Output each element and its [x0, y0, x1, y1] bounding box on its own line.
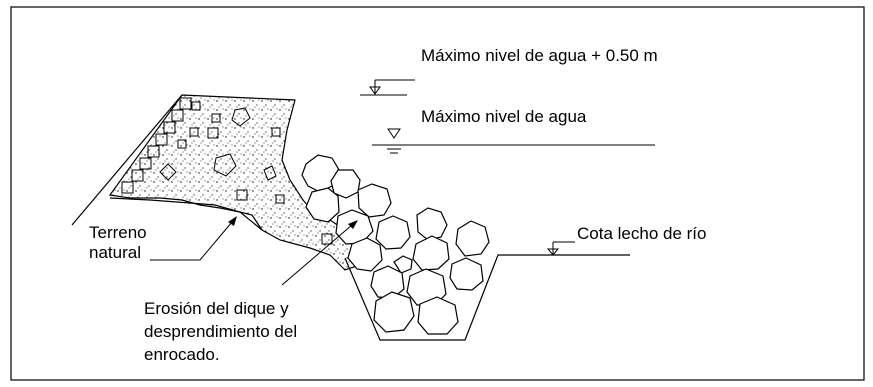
max-water-level-plus-label: Máximo nivel de agua + 0.50 m: [421, 46, 658, 65]
dike-body: [108, 94, 361, 271]
riverbed-level-marker: [546, 241, 575, 256]
erosion-leader: [281, 224, 353, 286]
natural-terrain-line: [109, 197, 263, 231]
natural-terrain-label-line1: Terreno: [89, 223, 147, 242]
river-channel: [344, 254, 630, 341]
dike-slope-line: [71, 94, 183, 226]
natural-terrain-leader: [150, 221, 233, 261]
dike-stones: [159, 101, 333, 245]
riverbed-level-label: Cota lecho de río: [577, 224, 706, 243]
diagram-frame: [10, 6, 865, 381]
riprap-stones: [301, 154, 490, 335]
erosion-label-line1: Erosión del dique y: [144, 299, 289, 318]
max-water-level-label: Máximo nivel de agua: [421, 107, 587, 126]
max-water-level-marker: [372, 128, 655, 154]
erosion-label-line3: enrocado.: [144, 345, 220, 364]
erosion-arrowhead: [348, 220, 358, 229]
slope-protection-blocks: [121, 97, 192, 194]
natural-terrain-arrowhead: [228, 216, 237, 226]
max-water-level-plus-marker: [360, 79, 415, 96]
erosion-label-line2: desprendimiento del: [144, 322, 297, 341]
natural-terrain-label-line2: natural: [89, 243, 141, 262]
